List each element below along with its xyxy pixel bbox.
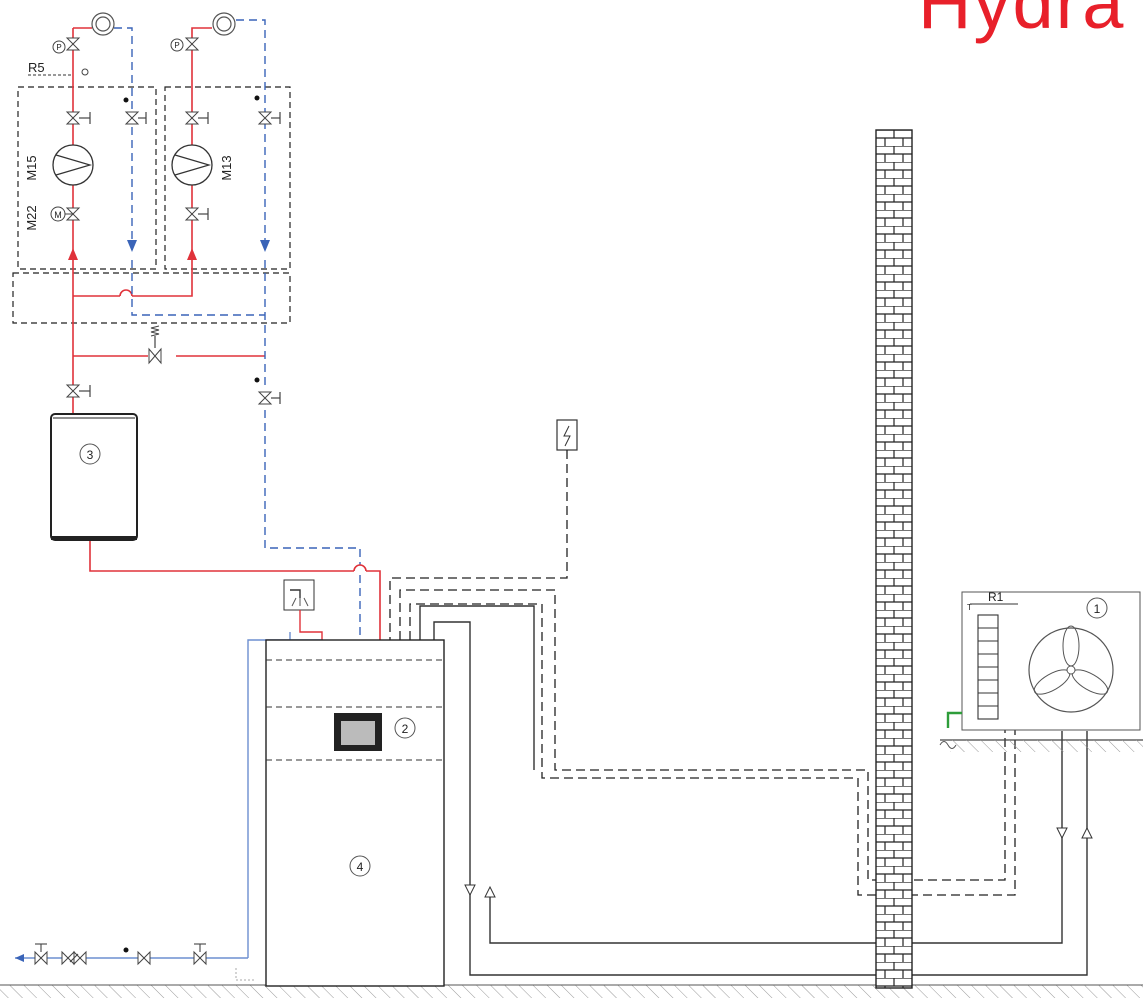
outdoor-unit: T R1 1 (961, 590, 1141, 731)
floor-ground (0, 984, 1143, 998)
mixer-m22-icon: M (50, 206, 73, 222)
boiler-flow-pipe (89, 540, 381, 640)
gauge-right-label: P (174, 41, 179, 50)
circuit-1-return-pipe (114, 27, 133, 250)
shower-icon (283, 579, 315, 611)
m13-label: M13 (219, 155, 234, 180)
circuit-1-supply-pipe (72, 27, 92, 415)
return-arrow-2 (260, 240, 270, 252)
m22-label: M22 (24, 205, 39, 230)
brick-wall (875, 129, 913, 989)
manifold-box (12, 272, 291, 324)
valve-icons (65, 37, 273, 405)
indoor-unit-number: 4 (357, 860, 364, 874)
relief-spring (150, 325, 160, 337)
electric-cables (389, 450, 1016, 896)
controller-number: 2 (402, 722, 409, 736)
pipe-arrows (464, 826, 1093, 898)
check-valve-dots (123, 95, 260, 383)
inlet-check-dot (123, 947, 129, 953)
drain-mark (235, 968, 254, 981)
r5-label: R5 (28, 60, 45, 75)
circuit-2-return-pipe (131, 19, 361, 640)
pump-m15-icon (52, 144, 94, 186)
circuit-boxes (12, 86, 291, 324)
inlet-valve-handles (35, 943, 206, 963)
page-title: Hydra (918, 0, 1126, 44)
flow-arrows (68, 240, 270, 260)
power-supply-icon (556, 419, 578, 451)
indoor-unit: 4 (265, 639, 445, 987)
controller-display: 2 (334, 713, 416, 751)
inlet-valve-icons (34, 950, 207, 966)
circuit-box-m13 (164, 86, 291, 270)
r1-label: R1 (988, 590, 1004, 604)
gauge-icons (91, 12, 236, 36)
supply-arrow-2 (187, 248, 197, 260)
valve-handles (79, 112, 281, 404)
pump-m13-icon (171, 144, 213, 186)
outdoor-unit-number: 1 (1094, 602, 1101, 616)
inlet-line (15, 954, 248, 962)
boiler-unit: 3 (50, 413, 138, 541)
supply-arrow-1 (68, 248, 78, 260)
boiler-number: 3 (87, 448, 94, 462)
mixer-label: M (54, 210, 62, 220)
outdoor-ground (940, 739, 1143, 752)
pump-blades (55, 154, 212, 176)
sensor-t-label: T (967, 603, 972, 612)
pump-icons (52, 144, 213, 186)
earth-connection (939, 711, 962, 749)
return-arrow-1 (127, 240, 137, 252)
gauge-left-label: P (56, 43, 61, 52)
circuit-2-supply-pipe (73, 27, 265, 357)
m15-label: M15 (24, 155, 39, 180)
pressure-sensor-icons: P P (28, 38, 184, 76)
